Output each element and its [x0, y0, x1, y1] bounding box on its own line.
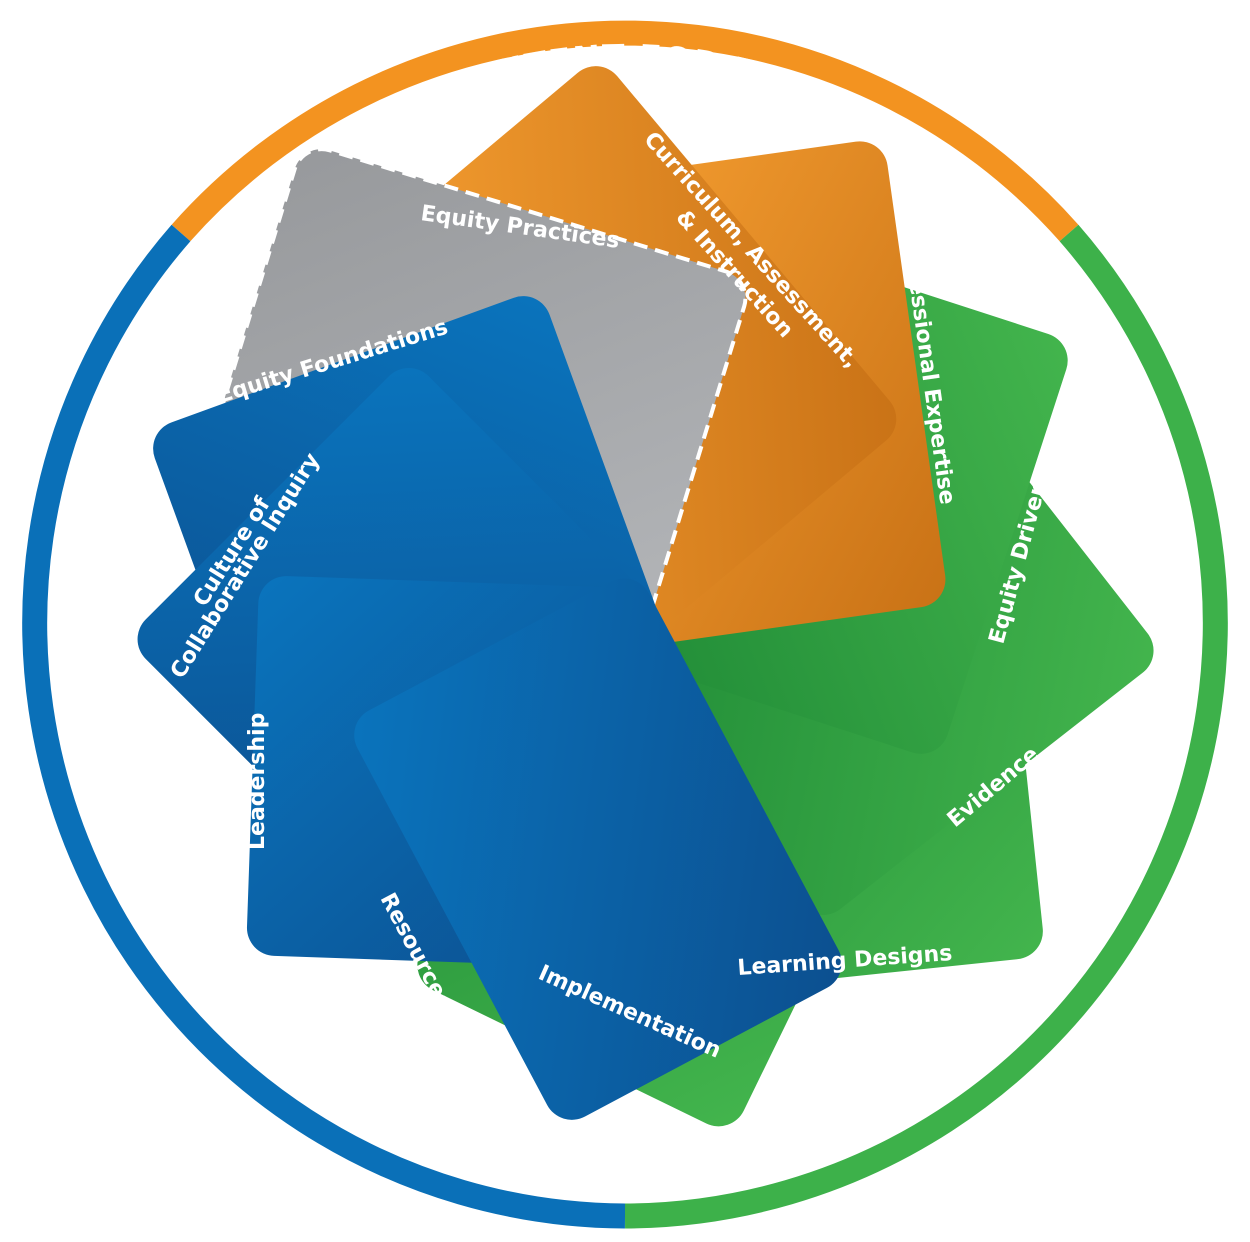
label-leadership: Leadership: [245, 713, 270, 850]
ring-segment-rigorous-content: [171, 20, 1079, 242]
card-fan: [137, 66, 1154, 1127]
ring-segment-transformational: [624, 224, 1228, 1229]
card-resources: [354, 578, 842, 1120]
ring-segment-conditions: [22, 224, 626, 1229]
